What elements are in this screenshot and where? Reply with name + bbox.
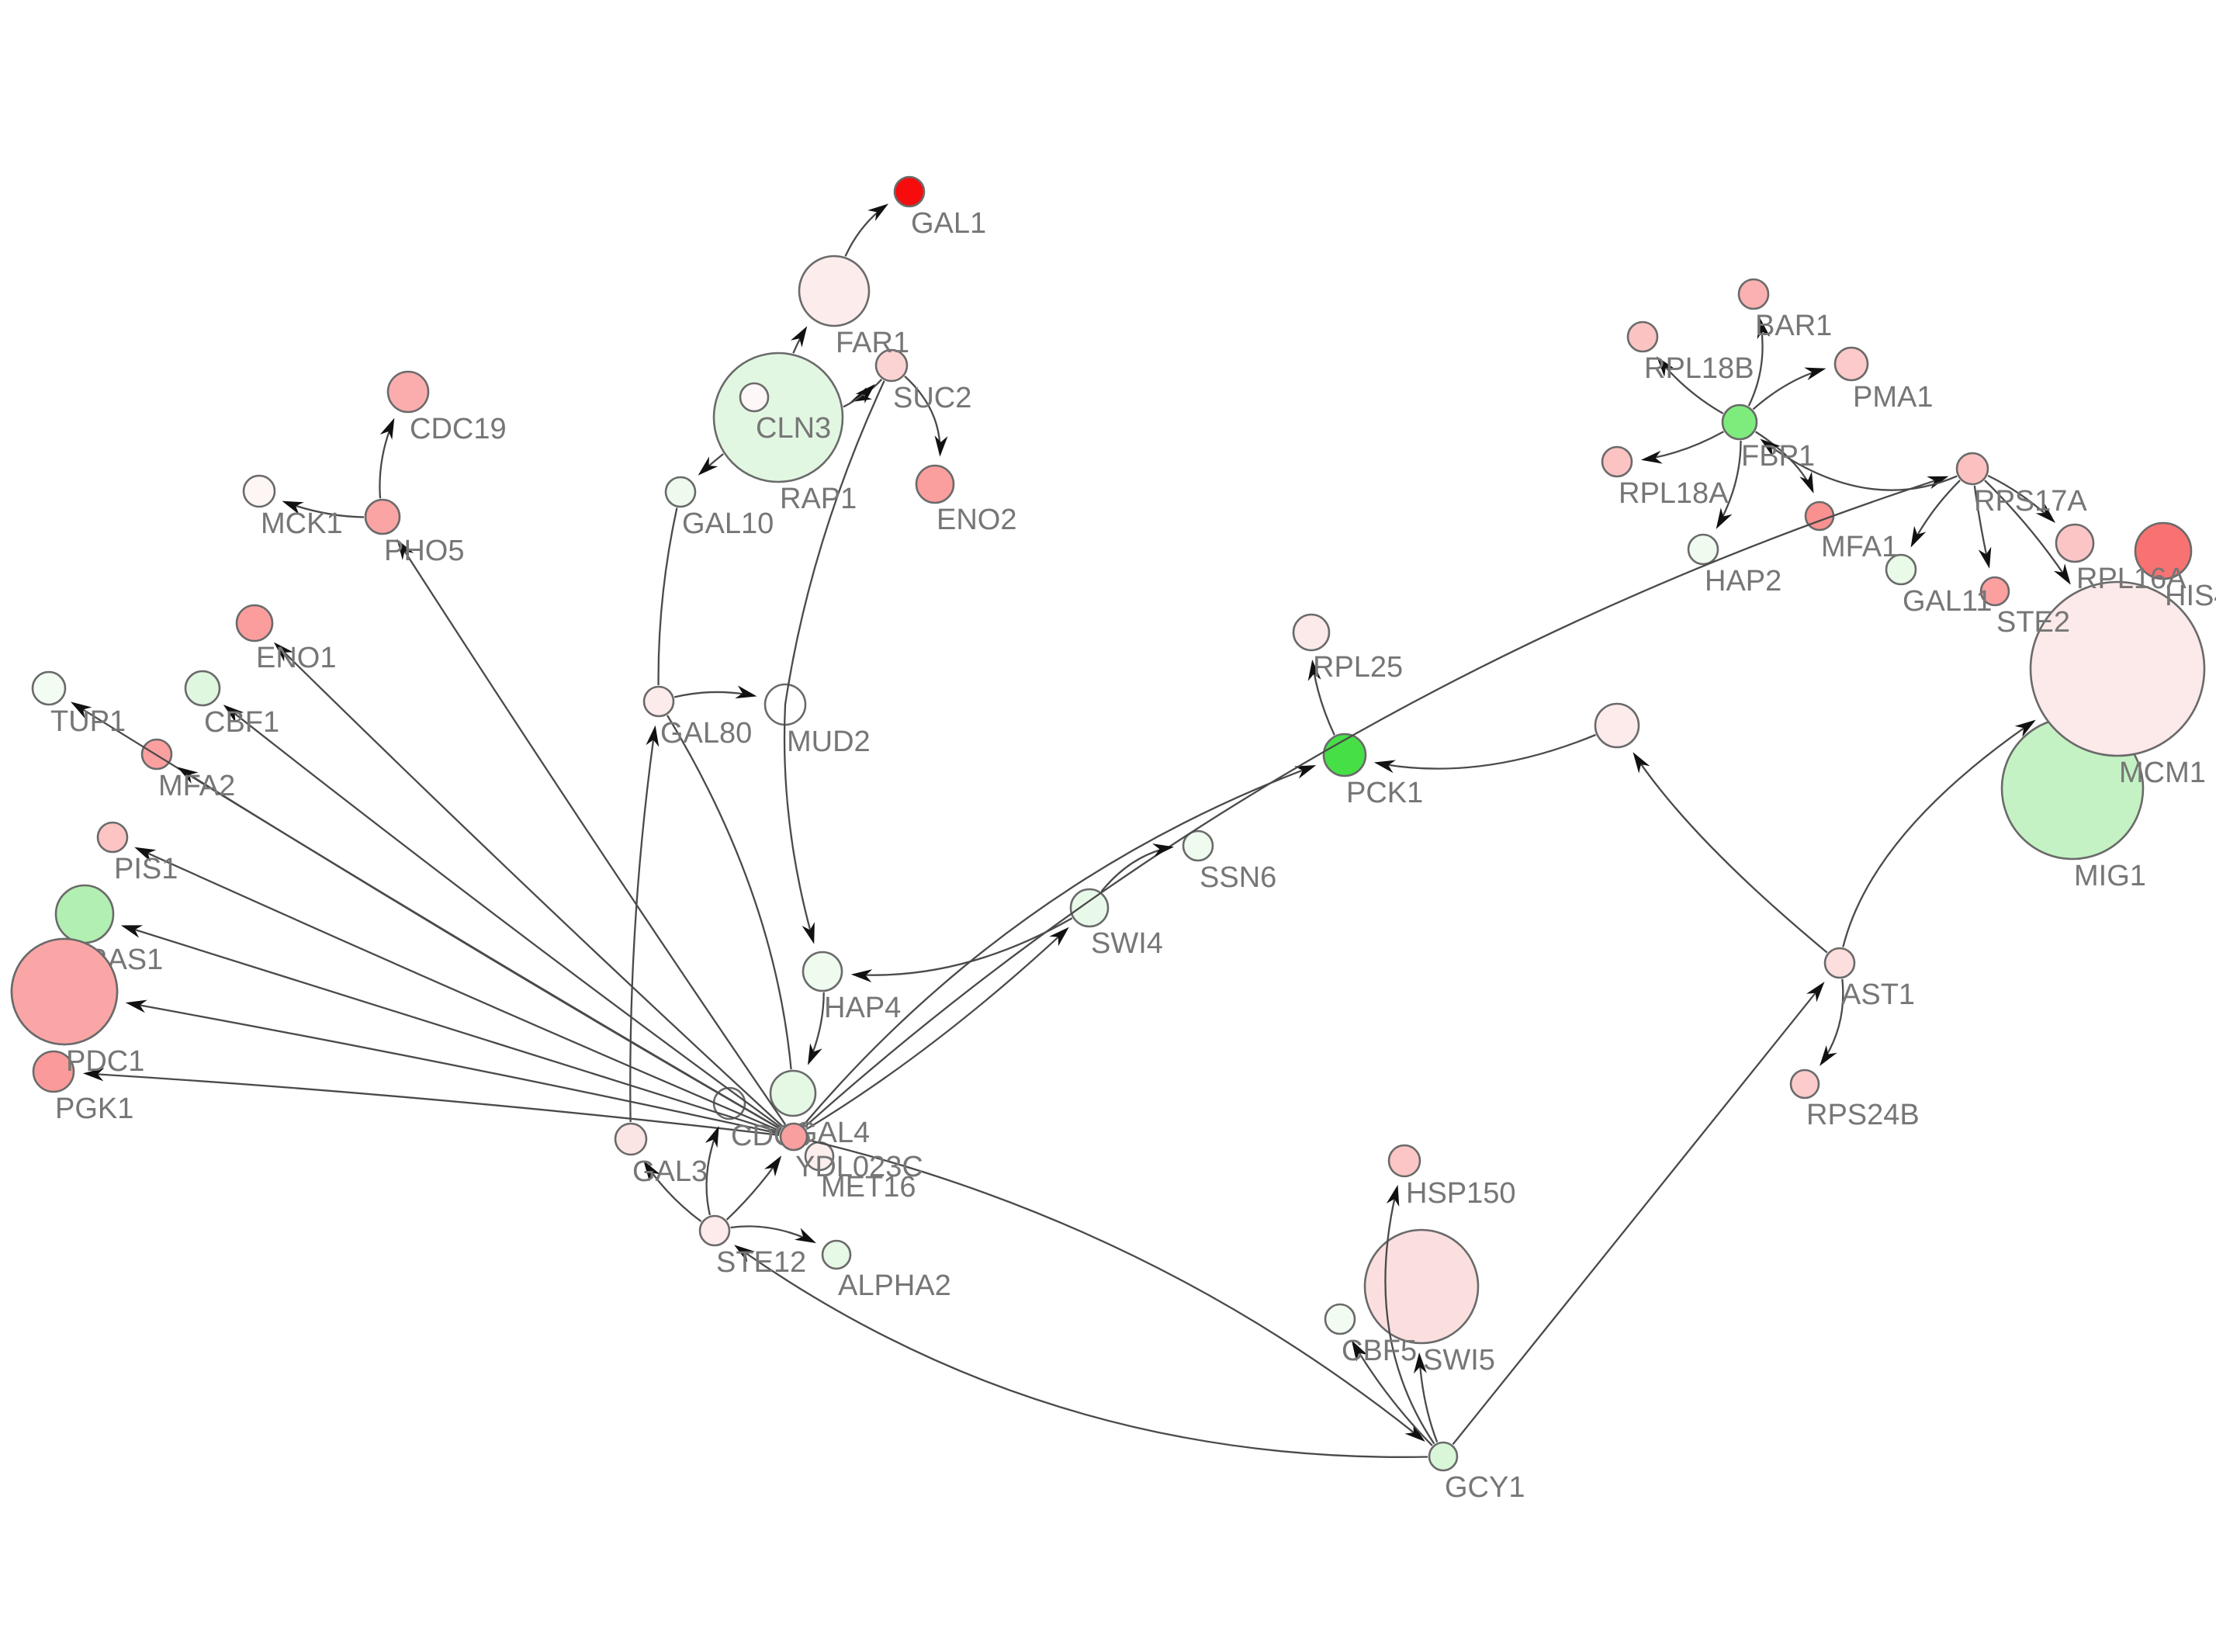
svg-text:CDC19: CDC19 — [410, 413, 507, 445]
svg-text:RPL25: RPL25 — [1313, 651, 1403, 684]
svg-text:RPL18B: RPL18B — [1644, 352, 1754, 385]
svg-text:CLN3: CLN3 — [756, 412, 831, 445]
svg-text:PHO5: PHO5 — [384, 535, 464, 567]
svg-text:GAL11: GAL11 — [1903, 585, 1992, 618]
svg-text:SUC2: SUC2 — [893, 382, 971, 414]
svg-text:PIS1: PIS1 — [114, 853, 178, 885]
svg-text:AST1: AST1 — [1841, 978, 1915, 1011]
svg-text:SSN6: SSN6 — [1200, 861, 1276, 894]
svg-text:YDL023C: YDL023C — [795, 1151, 923, 1183]
svg-text:HIS4: HIS4 — [2165, 580, 2216, 612]
svg-text:HAP4: HAP4 — [824, 992, 901, 1024]
svg-text:ENO2: ENO2 — [937, 504, 1016, 536]
svg-text:STE2: STE2 — [1996, 606, 2070, 639]
svg-text:BAR1: BAR1 — [1755, 310, 1832, 342]
svg-text:RAP1: RAP1 — [780, 483, 857, 515]
svg-text:MFA1: MFA1 — [1821, 531, 1898, 563]
svg-text:FAR1: FAR1 — [836, 327, 909, 359]
svg-text:PGK1: PGK1 — [55, 1093, 133, 1125]
svg-text:PMA1: PMA1 — [1853, 381, 1933, 414]
svg-text:CBF1: CBF1 — [204, 706, 279, 739]
svg-text:GAL3: GAL3 — [632, 1155, 708, 1188]
svg-text:CBF5: CBF5 — [1342, 1335, 1417, 1367]
svg-text:MIG1: MIG1 — [2074, 860, 2146, 892]
svg-text:RPL18A: RPL18A — [1619, 477, 1729, 510]
svg-text:GAL1: GAL1 — [911, 207, 986, 240]
svg-text:SWI4: SWI4 — [1091, 927, 1163, 960]
svg-text:GAL80: GAL80 — [660, 717, 752, 750]
svg-text:PDC1: PDC1 — [66, 1045, 144, 1078]
svg-text:RPS24B: RPS24B — [1806, 1099, 1920, 1131]
svg-text:MCK1: MCK1 — [261, 507, 343, 540]
svg-text:GCY1: GCY1 — [1445, 1471, 1525, 1504]
svg-text:RPL16A: RPL16A — [2076, 563, 2187, 595]
svg-text:ALPHA2: ALPHA2 — [838, 1269, 951, 1302]
svg-text:SWI5: SWI5 — [1423, 1344, 1495, 1377]
svg-text:PCK1: PCK1 — [1346, 777, 1423, 809]
svg-text:ENO1: ENO1 — [256, 642, 336, 674]
svg-text:MET16: MET16 — [821, 1171, 916, 1204]
svg-text:MUD2: MUD2 — [787, 726, 871, 758]
svg-text:HSP150: HSP150 — [1406, 1177, 1516, 1210]
svg-text:FBP1: FBP1 — [1741, 440, 1815, 473]
svg-text:MCM1: MCM1 — [2119, 757, 2206, 789]
svg-text:TUP1: TUP1 — [50, 705, 126, 738]
svg-text:GAL10: GAL10 — [682, 507, 774, 540]
svg-text:STE12: STE12 — [716, 1246, 806, 1279]
svg-text:HAP2: HAP2 — [1705, 565, 1781, 597]
svg-text:RPS17A: RPS17A — [1974, 485, 2087, 518]
svg-text:MFA2: MFA2 — [158, 770, 235, 802]
